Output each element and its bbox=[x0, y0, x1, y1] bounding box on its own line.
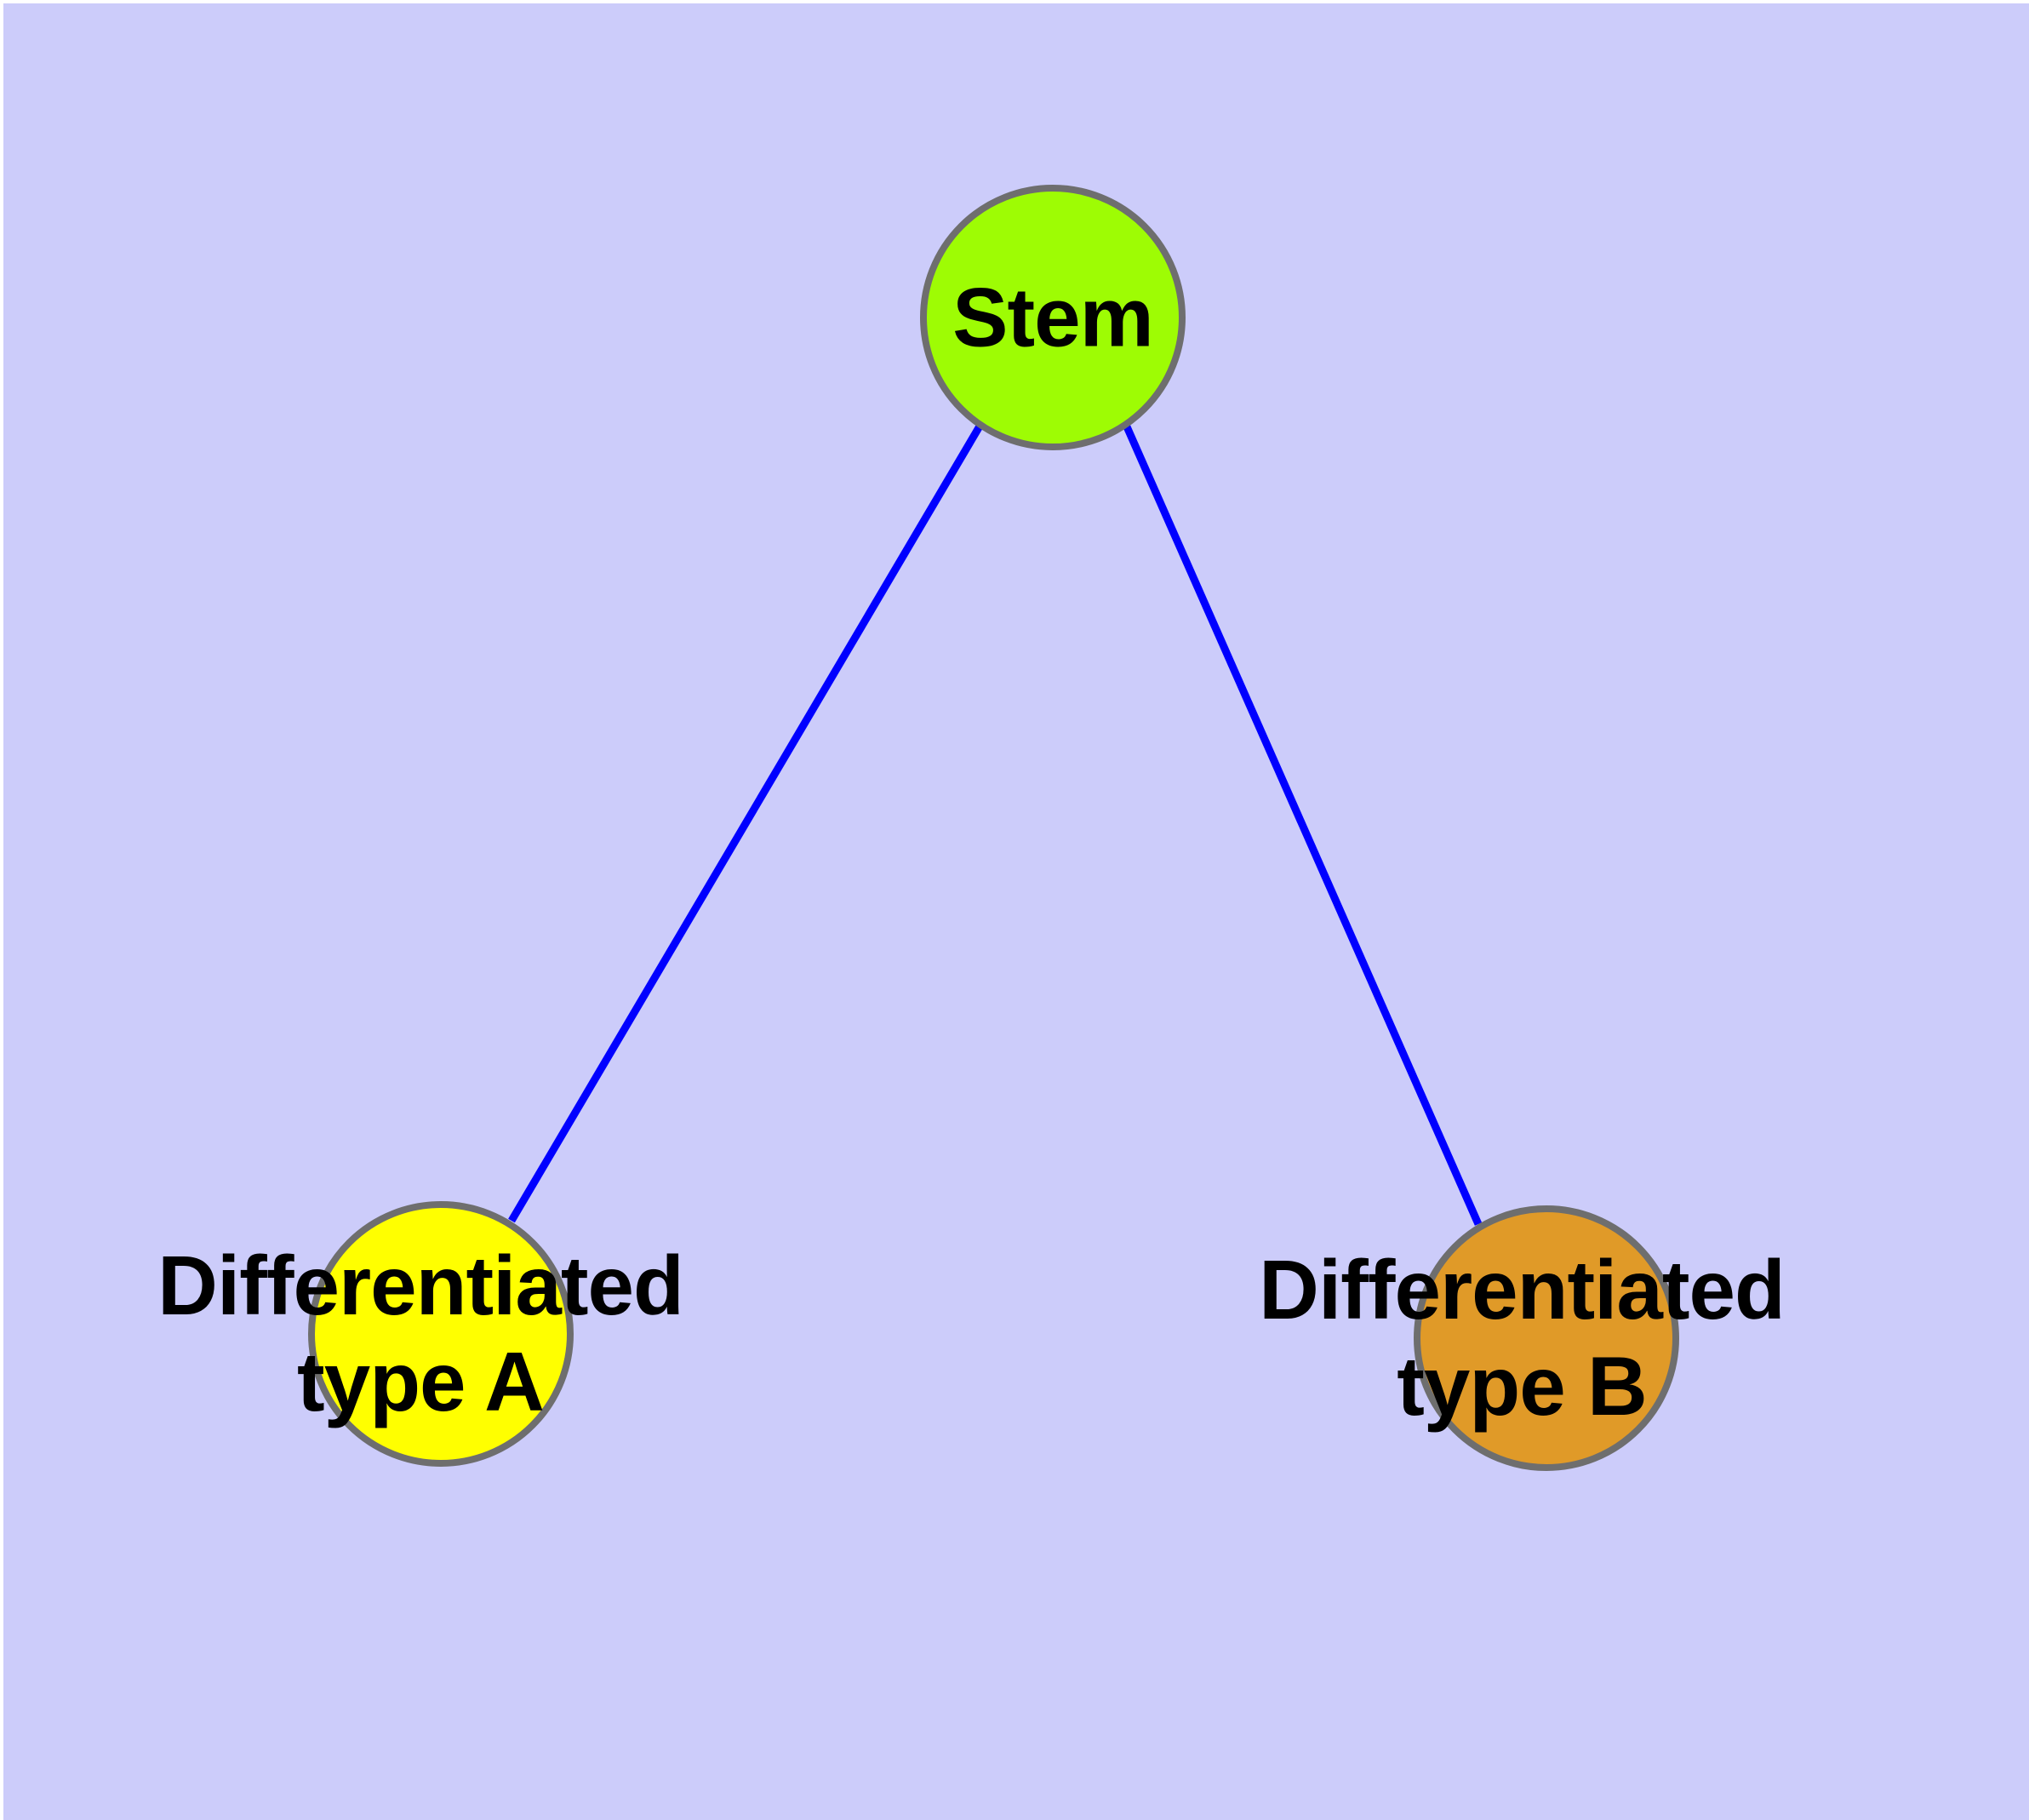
node-differentiated-type-b[interactable] bbox=[1414, 1205, 1679, 1471]
edge-stem-to-diff-b[interactable] bbox=[1122, 423, 1483, 1226]
node-stem[interactable] bbox=[920, 185, 1186, 450]
edge-stem-to-diff-a[interactable] bbox=[508, 422, 984, 1223]
node-layer bbox=[308, 185, 1679, 1471]
node-differentiated-type-a[interactable] bbox=[308, 1201, 574, 1467]
edge-layer bbox=[508, 422, 1483, 1226]
